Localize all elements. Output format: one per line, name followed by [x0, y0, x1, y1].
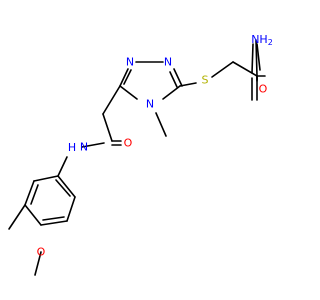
bond	[33, 175, 59, 182]
amide-oxygen-label: O	[259, 83, 268, 96]
bond	[169, 71, 178, 88]
bond	[123, 69, 132, 85]
bond	[119, 85, 138, 100]
bond	[211, 61, 234, 78]
bond	[102, 85, 121, 115]
bond	[179, 82, 197, 87]
bond	[162, 85, 181, 100]
molecule-structure: NH2 O S N N N O H N O	[8, 33, 273, 276]
triazole-nitrogen-label: N	[164, 56, 172, 69]
bond	[173, 68, 183, 87]
bond	[34, 251, 42, 276]
bond	[155, 112, 167, 137]
sulfur-label: S	[202, 74, 209, 87]
bond	[66, 196, 76, 222]
amine-nh2-label: NH2	[251, 33, 273, 47]
bond	[255, 39, 258, 77]
bond	[30, 184, 39, 205]
bond	[57, 175, 76, 198]
bond	[55, 179, 71, 197]
bond	[102, 113, 113, 142]
atom-labels: NH2 O S N N N O H N O	[37, 33, 273, 259]
amide-nh-n-label: N	[80, 141, 88, 154]
bonds	[8, 39, 266, 276]
bond	[40, 220, 68, 226]
bond	[256, 43, 261, 71]
bond	[251, 43, 254, 74]
triazole-nitrogen-label: N	[146, 98, 154, 111]
carbonyl-oxygen-label: O	[124, 137, 133, 150]
bond	[81, 142, 105, 148]
bond	[24, 180, 35, 206]
amide-nh-label: H	[68, 141, 76, 154]
triazole-nitrogen-label: N	[126, 56, 134, 69]
bond	[57, 156, 68, 177]
methoxy-oxygen-label: O	[37, 246, 46, 259]
bond	[119, 68, 129, 87]
bond	[42, 216, 65, 221]
bond	[232, 61, 258, 77]
bond	[8, 204, 26, 230]
bond	[24, 204, 42, 226]
